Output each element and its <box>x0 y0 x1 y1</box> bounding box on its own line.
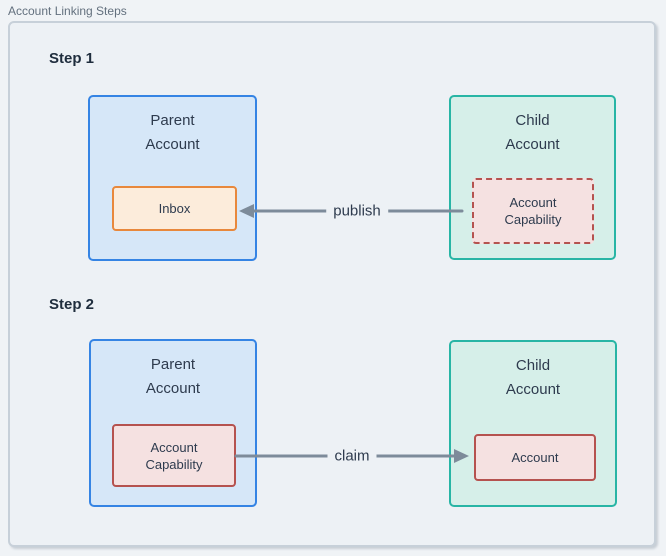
step2-heading: Step 2 <box>49 296 95 313</box>
step1-parent-account-node: Parent Account Inbox <box>88 95 257 261</box>
step2-account-label: Account <box>511 450 559 465</box>
step2-parent-account-title: Parent Account <box>145 356 201 397</box>
step2-account-capability-node: Account Capability <box>112 424 236 487</box>
step2-account-capability-label: Account Capability <box>145 439 203 472</box>
diagram-title: Account Linking Steps <box>8 4 127 18</box>
step1-child-account-node: Child Account Account Capability <box>449 95 616 260</box>
step2-parent-account-node: Parent Account Account Capability <box>89 339 257 507</box>
step1-child-account-title: Child Account <box>505 112 560 153</box>
publish-arrow-label: publish <box>326 202 388 220</box>
step1-inbox-label: Inbox <box>158 201 191 216</box>
step2-child-account-title: Child Account <box>505 357 561 398</box>
step2-account-node: Account <box>474 434 596 481</box>
claim-arrow-label: claim <box>327 447 377 465</box>
step1-heading: Step 1 <box>49 50 95 67</box>
step1-parent-account-title: Parent Account <box>145 112 200 153</box>
step1-inbox-node: Inbox <box>112 186 237 231</box>
step1-account-capability-node: Account Capability <box>472 178 594 244</box>
diagram-container: Step 1 Parent Account Inbox Child Accoun… <box>8 21 656 547</box>
step1-account-capability-label: Account Capability <box>504 195 562 227</box>
step2-child-account-node: Child Account Account <box>449 340 617 507</box>
